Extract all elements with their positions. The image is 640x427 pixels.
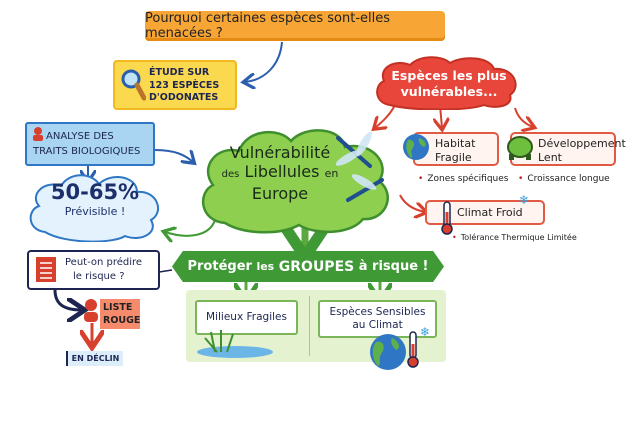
habitat-detail: Zones spécifiques — [418, 174, 508, 184]
fragile-habitats-box: Milieux Fragiles — [195, 300, 298, 335]
center-cloud — [201, 129, 389, 234]
panel-divider — [309, 296, 310, 356]
red-list-line1: LISTE — [103, 302, 133, 313]
cold-climate-label: Climat Froid — [457, 206, 523, 219]
center-line1: Vulnérabilité — [229, 143, 331, 162]
globe-icon — [403, 134, 429, 160]
study-line2: 123 ESPÈCES — [149, 79, 220, 91]
cold-climate-detail: Tolérance Thermique Limitée — [452, 233, 577, 242]
vulnerable-line2: vulnérables... — [400, 84, 498, 99]
vulnerable-line1: Espèces les plus — [391, 68, 507, 83]
center-title: Vulnérabilité des Libellules en Europe — [215, 143, 345, 203]
analysis-line1: ANALYSE DES — [46, 131, 114, 142]
center-des: des — [221, 169, 240, 180]
arrow-center-to-cold — [399, 194, 425, 212]
study-line1: ÉTUDE SUR — [149, 67, 210, 78]
decline-text: EN DÉCLIN — [71, 354, 120, 363]
development-detail: Croissance longue — [518, 174, 609, 184]
red-list-line2: ROUGE — [103, 315, 141, 326]
development-line2: Lent — [538, 151, 562, 164]
vulnerable-cloud — [376, 56, 517, 110]
climate-sensitive-line2: au Climat — [352, 319, 403, 331]
study-line3: D'ODONATES — [149, 92, 219, 103]
pond-icon — [197, 330, 273, 358]
checklist-icon — [36, 257, 56, 282]
protect-banner: Protéger les GROUPES à risque ! — [172, 251, 444, 282]
prediction-label: Prévisible ! — [64, 205, 126, 218]
development-line1: Développement — [538, 137, 626, 150]
snowflake-icon: ❄ — [519, 193, 530, 207]
prediction-percent: 50-65% — [50, 180, 140, 204]
title-banner: Pourquoi certaines espèces sont-elles me… — [145, 11, 445, 41]
climate-sensitive-line1: Espèces Sensibles — [329, 306, 426, 318]
analysis-line2: TRAITS BIOLOGIQUES — [33, 146, 141, 157]
analysis-box: ANALYSE DES TRAITS BIOLOGIQUES — [25, 122, 155, 166]
center-line3: Europe — [251, 184, 309, 203]
red-list-label: LISTE ROUGE — [100, 299, 140, 329]
arrow-red-to-dev — [514, 107, 533, 127]
question-line1: Peut-on prédire — [65, 257, 143, 268]
habitat-line2: Fragile — [435, 151, 472, 164]
dragonfly-icon — [335, 131, 384, 202]
arrow-question-to-redlist — [53, 289, 82, 310]
banner-part3: GROUPES — [278, 258, 355, 275]
magnifier-icon — [121, 69, 146, 101]
title-text: Pourquoi certaines espèces sont-elles me… — [145, 11, 391, 41]
snowflake-icon-small: ❄ — [420, 325, 431, 339]
thermometer-icon — [441, 201, 453, 235]
arrow-title-to-study — [245, 41, 283, 82]
center-libellules: Libellules — [244, 162, 320, 181]
arrow-center-to-cloud — [165, 219, 216, 236]
question-line2: le risque ? — [73, 271, 125, 282]
fragile-habitats-label: Milieux Fragiles — [206, 311, 287, 323]
turtle-icon — [507, 136, 533, 160]
habitat-line1: Habitat — [435, 137, 476, 150]
arrow-red-to-center — [375, 104, 396, 128]
banner-part4: à risque ! — [358, 259, 429, 274]
center-en: en — [324, 167, 339, 180]
person-icon — [33, 127, 43, 141]
globe-thermometer-icon — [370, 331, 419, 370]
question-box: Peut-on prédire le risque ? — [27, 250, 160, 290]
person-icon-red — [84, 299, 98, 322]
arrow-analysis-to-center — [154, 149, 193, 162]
prediction-text: 50-65% Prévisible ! — [30, 180, 160, 220]
banner-part1: Protéger — [187, 259, 252, 274]
prediction-cloud — [29, 174, 159, 242]
decline-label: EN DÉCLIN — [66, 351, 123, 366]
banner-part2: les — [256, 260, 275, 273]
